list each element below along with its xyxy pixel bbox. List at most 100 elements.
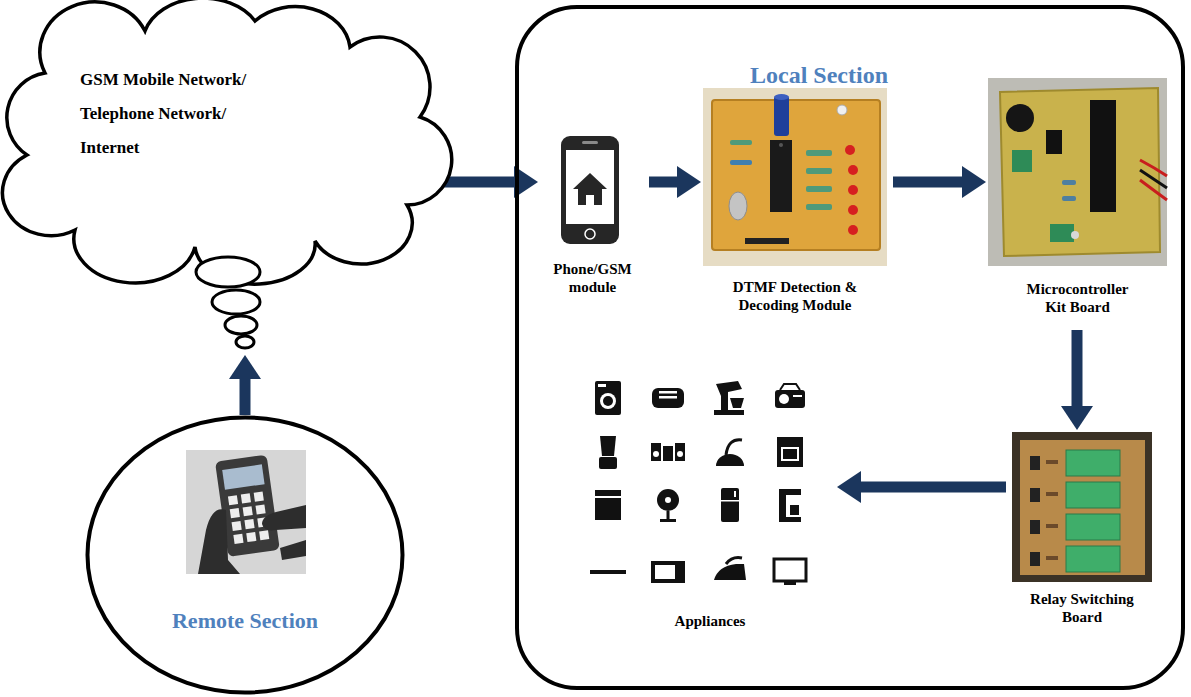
hand-phone-picture: [244, 519, 254, 529]
phone-gsm-node: Phone/GSM module: [540, 130, 645, 302]
appliance-icons: [677, 451, 683, 457]
relay-board-photo: [1012, 432, 1152, 582]
microcontroller-board-photo: [1062, 196, 1076, 201]
relay-board-photo: [1030, 488, 1040, 502]
appliance-icons: [599, 457, 617, 469]
appliance-icons: [655, 565, 675, 579]
dtmf-board-photo: [848, 205, 858, 215]
appliance-icons: [652, 388, 684, 408]
relay-board-node: Relay Switching Board: [1012, 432, 1152, 632]
thought-bubble: [212, 290, 260, 314]
dtmf-board-photo: [837, 105, 847, 115]
dtmf-board-photo: [770, 140, 792, 212]
cloud-shape: [2, 0, 451, 284]
relay-board-photo: [1046, 556, 1058, 560]
node-caption: Phone/GSM module: [540, 260, 645, 296]
phone-icon: [582, 141, 598, 144]
appliance-icons: [595, 490, 621, 520]
appliance-icons: [595, 381, 621, 415]
hand-phone-picture: [246, 532, 256, 542]
appliance-icons: [651, 561, 685, 583]
appliance-icons: [590, 570, 626, 574]
node-caption: DTMF Detection & Decoding Module: [730, 278, 860, 314]
appliance-icons: [774, 559, 806, 585]
node-title: Remote Section: [145, 608, 345, 634]
appliance-icons: [657, 489, 679, 522]
thought-bubble: [225, 316, 257, 334]
appliance-icons: [675, 443, 685, 461]
hand-phone-picture: [262, 505, 306, 530]
phone-icon: [561, 136, 619, 244]
dtmf-board-photo: [806, 150, 832, 156]
flow-arrow: [861, 482, 1006, 493]
appliance-icons: [652, 388, 684, 408]
appliance-icons: [659, 391, 677, 394]
phone-icon: [586, 195, 594, 205]
section-circle: [88, 418, 403, 693]
appliance-icons: [714, 381, 744, 415]
appliance-icons: [651, 561, 685, 583]
appliance-icons: [716, 440, 744, 466]
relay-board-photo: [1046, 524, 1058, 528]
appliance-icons: [726, 440, 742, 455]
hand-phone-picture: [230, 508, 240, 518]
appliance-icons: [716, 454, 744, 466]
flow-arrow: [1072, 330, 1083, 406]
microcontroller-board-photo: [1006, 104, 1034, 132]
dtmf-board-photo: [730, 140, 752, 145]
relay-board-photo: [1030, 552, 1040, 566]
dtmf-board-photo: [729, 192, 747, 220]
appliance-icons: [598, 384, 606, 387]
dtmf-board-photo: [703, 88, 887, 266]
hand-phone-picture: [186, 450, 306, 574]
appliance-icons: [784, 582, 796, 585]
flow-arrow: [893, 177, 962, 188]
hand-phone-picture: [232, 521, 242, 531]
microcontroller-board-photo: [1140, 180, 1167, 200]
appliance-icons: [775, 384, 805, 408]
microcontroller-board-photo: [1090, 100, 1116, 212]
appliance-icons: [779, 489, 801, 522]
hand-phone-picture: [254, 492, 264, 502]
appliance-icons: [775, 390, 805, 408]
appliance-icons: [595, 496, 621, 498]
relay-board-photo: [1066, 482, 1120, 508]
dtmf-board-photo: [848, 185, 858, 195]
appliance-icons: [781, 447, 799, 461]
microcontroller-board-photo: [1071, 231, 1079, 239]
node-caption: Microcontroller Kit Board: [1015, 280, 1140, 316]
appliance-icons: [660, 519, 676, 522]
cloud-outline: [5, 5, 440, 353]
dtmf-board-photo: [730, 160, 752, 165]
appliance-icons: [653, 451, 659, 457]
appliance-icons: [714, 381, 744, 415]
appliance-icons: [779, 489, 801, 522]
dtmf-board-photo: [848, 165, 858, 175]
appliance-icons: [667, 511, 670, 519]
hand-phone-picture: [255, 504, 265, 514]
phone-icon: [566, 150, 614, 224]
flow-arrow: [440, 177, 514, 188]
appliances-node: Appliances: [585, 372, 835, 642]
appliance-icons: [665, 497, 671, 503]
node-caption: Relay Switching Board: [1017, 590, 1147, 626]
appliance-icons: [734, 491, 736, 497]
appliance-icons: [659, 396, 677, 399]
relay-board-photo: [1030, 520, 1040, 534]
hand-phone-picture: [243, 506, 253, 516]
microcontroller-node: Microcontroller Kit Board: [988, 78, 1167, 322]
dtmf-board-photo: [848, 225, 858, 235]
relay-board-photo: [1046, 492, 1058, 496]
appliance-icons: [657, 489, 679, 511]
hand-phone-picture: [186, 450, 306, 574]
hand-phone-picture: [228, 495, 238, 505]
phone-icon: [585, 229, 595, 239]
appliance-icons: [600, 436, 616, 456]
hand-phone-picture: [198, 509, 240, 574]
microcontroller-board-photo: [988, 78, 1167, 266]
appliance-icons: [595, 381, 621, 415]
remote-section-circle: Remote Section: [85, 415, 405, 695]
appliance-icons: [777, 437, 803, 467]
appliance-icons: [651, 443, 685, 461]
